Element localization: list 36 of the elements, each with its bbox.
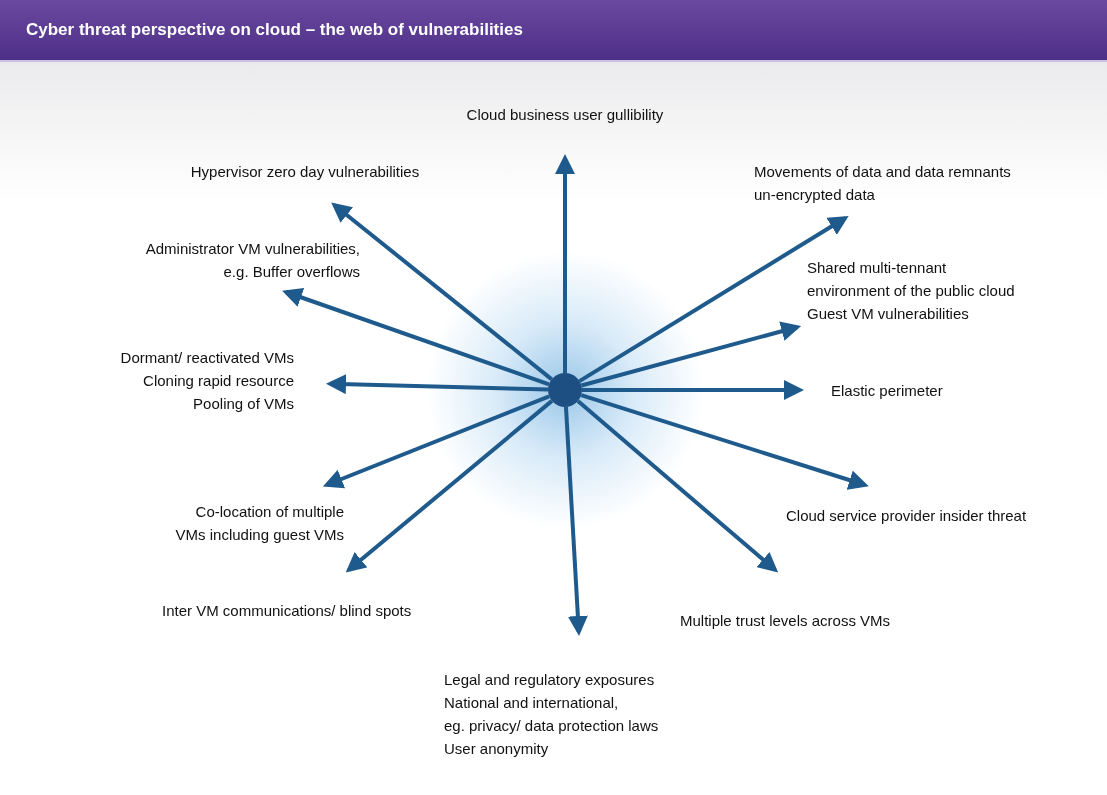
arrow [345, 399, 554, 573]
title: Cyber threat perspective on cloud – the web of vulnerabilities [26, 20, 523, 40]
threat-label: National and international, [444, 693, 619, 713]
arrow [282, 287, 550, 387]
threat-label: eg. privacy/ data protection laws [444, 716, 659, 736]
arrow [322, 394, 550, 489]
arrow [580, 393, 869, 490]
threat-label: Inter VM communications/ blind spots [162, 601, 412, 621]
threat-label: Elastic perimeter [831, 380, 943, 401]
arrow [580, 321, 802, 388]
threat-label: User anonymity [444, 739, 549, 759]
threat-label: Cloud business user gullibility [466, 105, 664, 125]
threat-label: e.g. Buffer overflows [223, 262, 360, 282]
arrow [578, 215, 849, 383]
threat-label: Cloud service provider insider threat [786, 506, 1027, 526]
threat-label: Multiple trust levels across VMs [680, 611, 891, 631]
arrow [555, 154, 575, 373]
threat-label: Guest VM vulnerabilities [807, 304, 969, 324]
threat-label: VMs including guest VMs [175, 525, 344, 545]
threat-label: Legal and regulatory exposures [444, 670, 655, 690]
threat-label: Dormant/ reactivated VMs [120, 347, 294, 368]
arrow [331, 202, 553, 381]
threat-label: Shared multi-tennant [807, 258, 947, 278]
hub-circle [548, 373, 582, 407]
threat-label: Cloning rapid resource [143, 370, 294, 391]
arrow [326, 374, 549, 395]
threat-label: Co-location of multiple [195, 502, 344, 522]
arrow [576, 399, 779, 573]
threat-label: Pooling of VMs [193, 393, 294, 414]
threat-label: Hypervisor zero day vulnerabilities [190, 162, 420, 182]
threat-label: un-encrypted data [754, 185, 875, 205]
threat-label: Administrator VM vulnerabilities, [145, 239, 360, 259]
arrow [582, 380, 804, 400]
arrow [563, 406, 588, 636]
threat-label: environment of the public cloud [807, 281, 1015, 301]
threat-label: Movements of data and data remnants [754, 162, 1011, 182]
